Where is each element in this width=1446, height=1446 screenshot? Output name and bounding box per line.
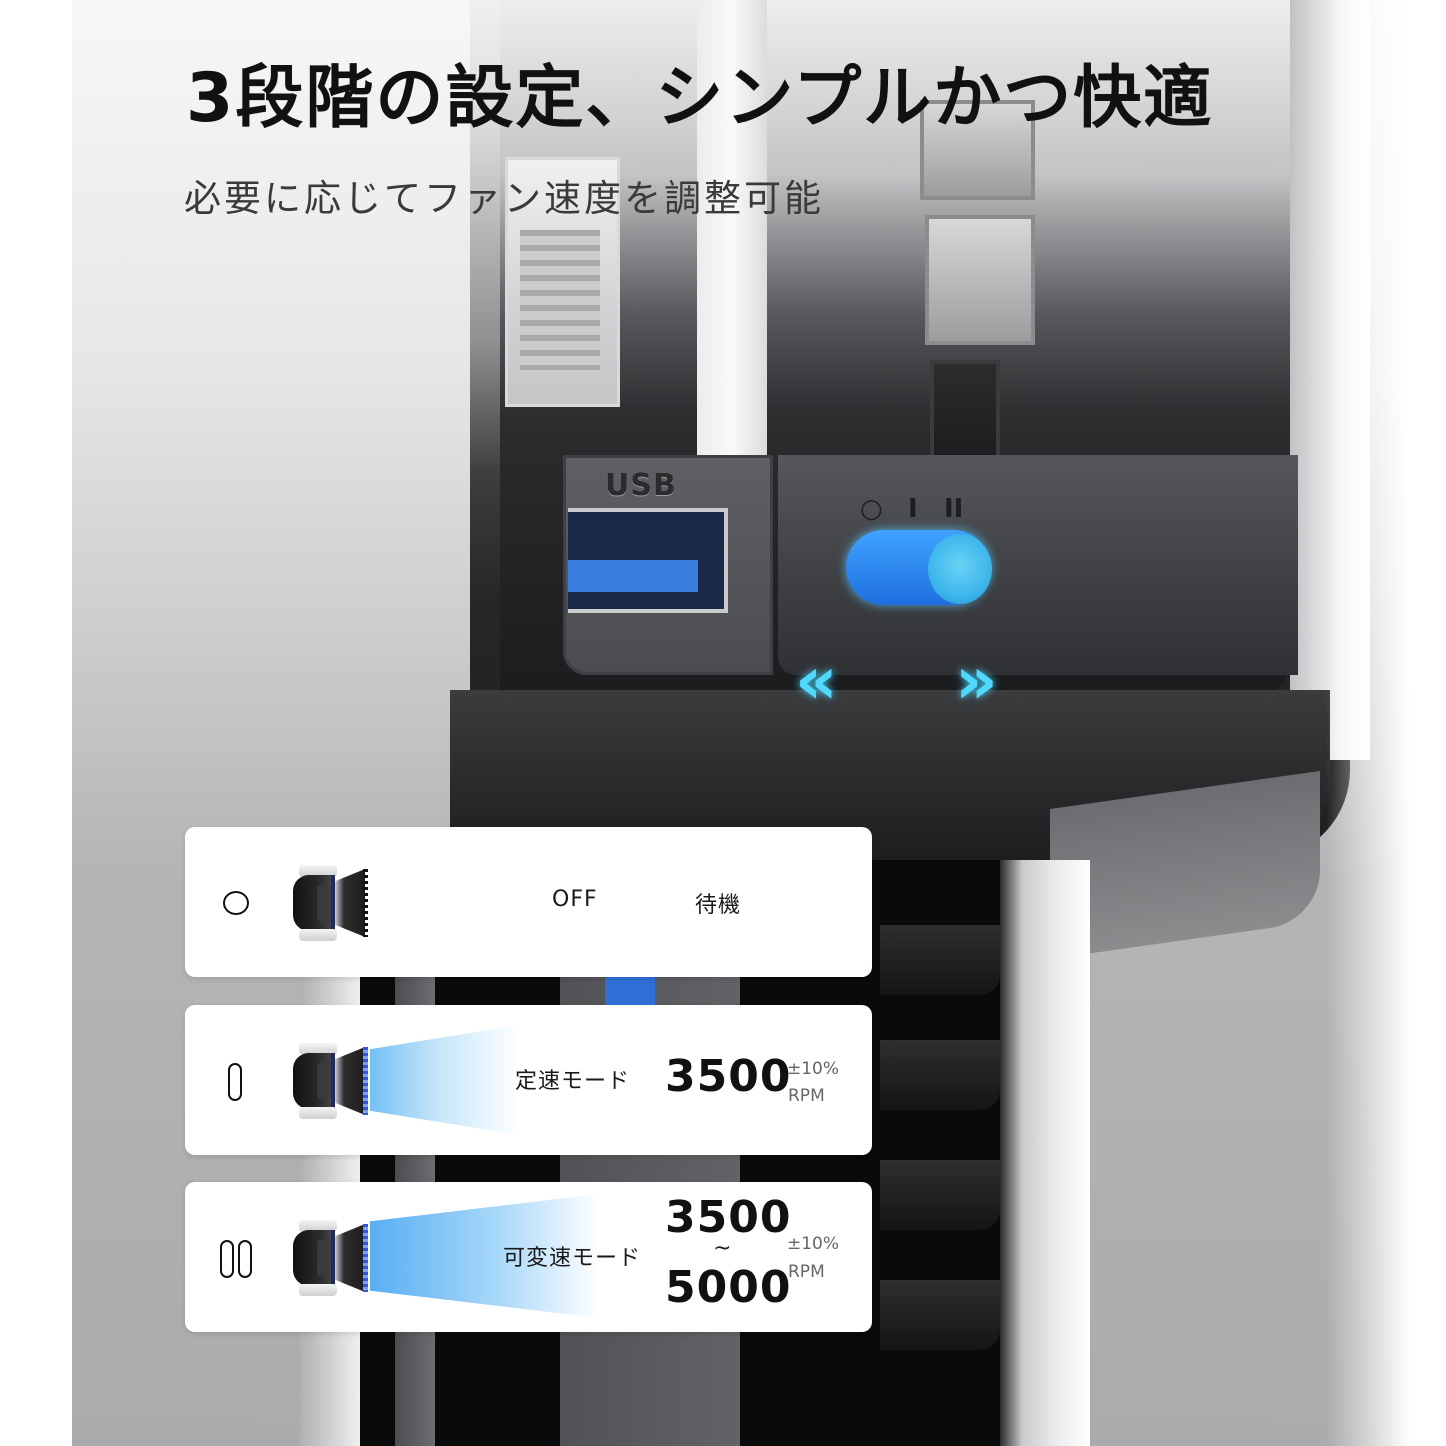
fan-idle-icon	[293, 863, 373, 943]
airflow-graphic	[370, 1025, 520, 1135]
mode-card-variable: 可変速モード 3500 ~ 5000 ±10% RPM	[185, 1182, 872, 1332]
switch-mark-off: ○	[860, 494, 883, 524]
page-subtitle: 必要に応じてファン速度を調整可能	[184, 177, 824, 220]
console-stand	[1000, 860, 1090, 1446]
mode-name: OFF	[552, 887, 598, 912]
rpm-unit: RPM	[788, 1086, 825, 1106]
switch-mark-two: II	[944, 494, 964, 524]
rpm-range-separator: ~	[713, 1236, 732, 1261]
chevron-left-icon: «	[795, 642, 838, 719]
vent-fin	[880, 1160, 1000, 1230]
mode-off-symbol-icon	[223, 891, 249, 915]
right-edge-fade	[1326, 0, 1446, 1446]
mode-card-constant: 定速モード 3500 ±10% RPM	[185, 1005, 872, 1155]
mode-card-off: OFF 待機	[185, 827, 872, 977]
fan-strong-airflow-icon	[293, 1218, 373, 1298]
white-divider-strip	[697, 0, 767, 460]
mode-name: 可変速モード	[503, 1246, 642, 1271]
mode-two-bar-symbol-icon	[238, 1240, 252, 1278]
page-title: 3段階の設定、シンプルかつ快適	[186, 59, 1214, 138]
rpm-unit: RPM	[788, 1262, 825, 1282]
vent-fin	[880, 1280, 1000, 1350]
rpm-value: 3500	[665, 1051, 792, 1102]
mode-two-bar-symbol-icon	[220, 1240, 234, 1278]
rpm-tolerance: ±10%	[787, 1234, 840, 1254]
usb-port-tongue	[568, 560, 698, 592]
vent-fin	[880, 925, 1000, 995]
mode-name: 定速モード	[515, 1069, 631, 1094]
mode-one-bar-symbol-icon	[228, 1063, 242, 1101]
slider-knob-cap	[928, 534, 992, 604]
vent-fin	[880, 1040, 1000, 1110]
port-slot	[925, 215, 1035, 345]
ethernet-port	[505, 157, 620, 407]
usb-label: USB	[605, 468, 677, 503]
chevron-right-icon: »	[955, 642, 998, 719]
switch-mark-one: I	[908, 494, 918, 524]
port-slot	[920, 100, 1035, 200]
mode-description: 待機	[695, 893, 742, 918]
fan-airflow-icon	[293, 1041, 373, 1121]
rpm-min-value: 3500	[665, 1192, 792, 1243]
rpm-max-value: 5000	[665, 1262, 792, 1313]
rpm-tolerance: ±10%	[787, 1059, 840, 1079]
